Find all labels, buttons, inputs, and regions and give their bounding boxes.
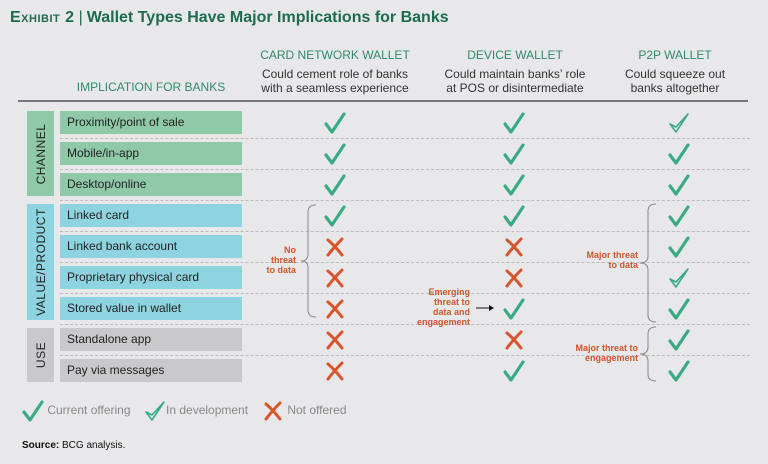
header-rule: [18, 100, 748, 102]
cross-icon: [503, 267, 525, 289]
note-line: threat: [270, 255, 296, 265]
row-divider: [60, 138, 750, 139]
check-icon: [503, 174, 525, 196]
check-icon: [668, 143, 690, 165]
note-line: data and: [432, 307, 470, 317]
check-icon: [668, 205, 690, 227]
row-label: Desktop/online: [60, 173, 242, 196]
source-note: Source: BCG analysis.: [22, 440, 125, 451]
row-divider: [60, 293, 750, 294]
note-line: threat to: [434, 297, 470, 307]
row-divider: [60, 355, 750, 356]
check-icon: [668, 298, 690, 320]
p2p-header: P2P WALLET: [638, 48, 712, 62]
check-icon: [668, 236, 690, 258]
implication-header: IMPLICATION FOR BANKS: [76, 80, 226, 94]
cross-icon: [503, 329, 525, 351]
row-divider: [60, 324, 750, 325]
check-icon: [324, 112, 346, 134]
note-line: Major threat to: [575, 343, 638, 353]
desc-line: Could maintain banks’ role: [444, 67, 586, 81]
row-label: Standalone app: [60, 328, 242, 351]
check-icon: [503, 298, 525, 320]
legend-not: Not offered: [262, 400, 347, 422]
cross-icon: [324, 360, 346, 382]
note-line: to data: [266, 265, 296, 275]
outline-check-icon: [668, 112, 690, 134]
cross-icon: [324, 298, 346, 320]
category-label: USE: [33, 341, 48, 369]
note-line: No: [284, 245, 296, 255]
legend-label: Current offering: [47, 403, 131, 418]
check-icon: [503, 112, 525, 134]
desc-line: Could cement role of banks: [261, 67, 409, 81]
note-line: Emerging: [428, 287, 470, 297]
row-label: Linked card: [60, 204, 242, 227]
outline-check-icon: [144, 400, 166, 422]
desc-line: banks altogether: [630, 81, 720, 95]
desc-line: Could squeeze out: [624, 67, 726, 81]
arrow-icon: [476, 305, 494, 311]
check-icon: [22, 400, 44, 422]
row-divider: [60, 169, 750, 170]
check-icon: [324, 205, 346, 227]
check-icon: [668, 360, 690, 382]
brace-no-threat: [300, 204, 317, 318]
device-header: DEVICE WALLET: [467, 48, 563, 62]
desc-line: at POS or disintermediate: [446, 81, 584, 95]
row-label: Mobile/in-app: [60, 142, 242, 165]
note-line: engagement: [584, 353, 638, 363]
card-network-header: CARD NETWORK WALLET: [260, 48, 410, 62]
note-line: engagement: [416, 317, 470, 327]
category-value-product: VALUE/PRODUCT: [27, 204, 54, 320]
legend-label: In development: [166, 403, 249, 418]
check-icon: [668, 174, 690, 196]
category-use: USE: [27, 328, 54, 382]
row-label: Proximity/point of sale: [60, 111, 242, 134]
row-divider: [60, 231, 750, 232]
cross-icon: [262, 400, 284, 422]
check-icon: [503, 143, 525, 165]
legend-label: Not offered: [287, 403, 347, 418]
check-icon: [324, 143, 346, 165]
legend-development: In development: [144, 400, 248, 422]
source-text: BCG analysis.: [59, 440, 126, 451]
legend-current: Current offering: [22, 400, 131, 422]
row-label: Linked bank account: [60, 235, 242, 258]
check-icon: [324, 174, 346, 196]
source-label: Source:: [22, 440, 60, 451]
row-label: Pay via messages: [60, 359, 242, 382]
note-line: to data: [608, 260, 638, 270]
brace-major-data: [639, 203, 657, 323]
title-separator: |: [78, 9, 83, 26]
cross-icon: [324, 329, 346, 351]
exhibit-number: Exhibit 2: [10, 9, 75, 26]
cross-icon: [324, 267, 346, 289]
category-label: CHANNEL: [33, 123, 48, 184]
category-label: VALUE/PRODUCT: [33, 208, 48, 316]
check-icon: [503, 360, 525, 382]
row-label: Stored value in wallet: [60, 297, 242, 320]
row-label: Proprietary physical card: [60, 266, 242, 289]
check-icon: [503, 205, 525, 227]
row-divider: [60, 200, 750, 201]
note-line: Major threat: [586, 250, 638, 260]
cross-icon: [324, 236, 346, 258]
outline-check-icon: [668, 267, 690, 289]
check-icon: [668, 329, 690, 351]
title-text: Wallet Types Have Major Implications for…: [86, 9, 449, 26]
cross-icon: [503, 236, 525, 258]
brace-major-engagement: [639, 326, 657, 382]
category-channel: CHANNEL: [27, 111, 54, 196]
exhibit-title: Exhibit 2|Wallet Types Have Major Implic…: [10, 9, 449, 27]
row-divider: [60, 262, 750, 263]
desc-line: with a seamless experience: [261, 81, 409, 95]
